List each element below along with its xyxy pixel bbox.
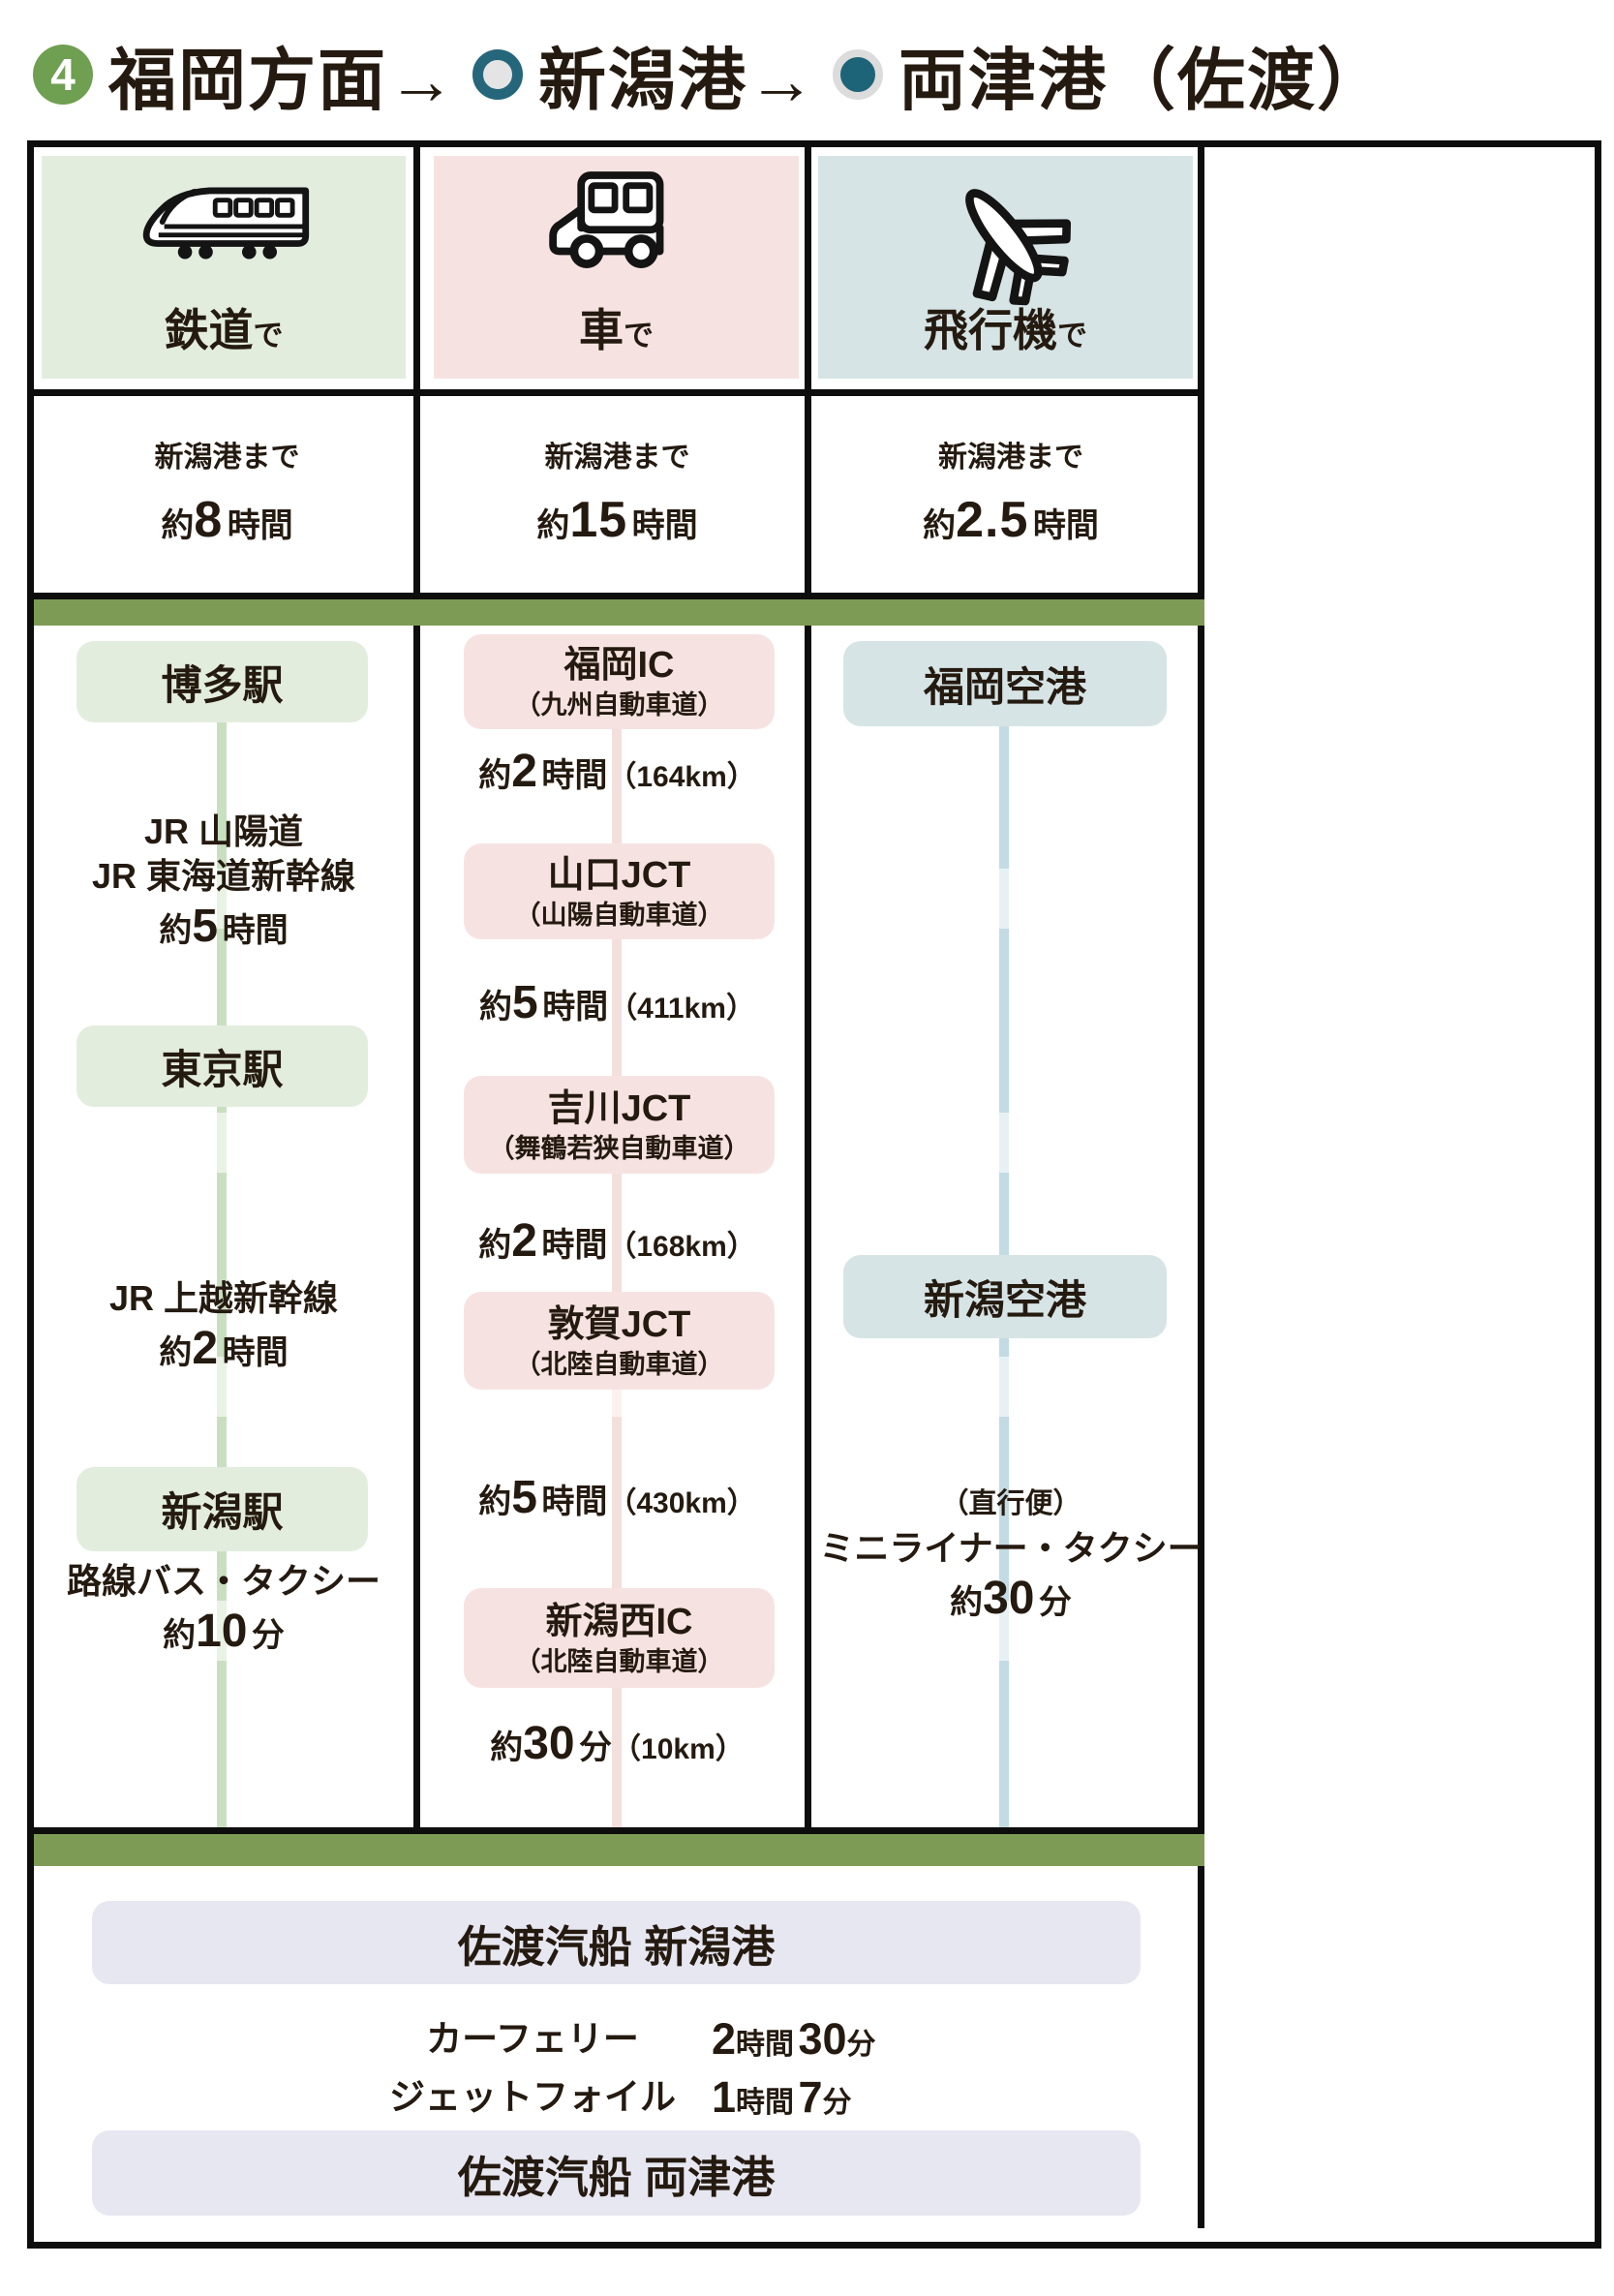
- car-leg-4: 約5 時間（430km）: [478, 1472, 756, 1523]
- header-train-label: 鉄道で: [164, 305, 284, 355]
- route-bottom-rule: [34, 1827, 1204, 1834]
- upper-green-band: [34, 599, 1204, 626]
- title-via-port: 新潟港→: [538, 42, 817, 118]
- car-total-time: 新潟港まで 約15 時間: [536, 442, 698, 548]
- ferry-carferry-row: カーフェリー 2時間 30分: [34, 2012, 1204, 2066]
- ferry-arrive-port-box: 佐渡汽船 両津港: [92, 2130, 1141, 2216]
- car-leg-3: 約2 時間（168km）: [478, 1215, 756, 1267]
- car-icon: [541, 169, 691, 273]
- stop-fukuoka-ic: 福岡IC （九州自動車道）: [464, 634, 775, 729]
- lower-green-band: [34, 1834, 1204, 1866]
- column-divider-3: [1198, 147, 1204, 2228]
- jetfoil-label: ジェットフォイル: [389, 2077, 676, 2117]
- car-leg-2: 約5 時間（411km）: [479, 977, 755, 1028]
- header-car: 車で: [434, 156, 799, 379]
- header-train: 鉄道で: [42, 156, 406, 379]
- ferry-jetfoil-row: ジェットフォイル 1時間 7分: [34, 2070, 1204, 2125]
- header-car-label: 車で: [579, 305, 654, 355]
- title-destination: 両津港（佐渡）: [898, 42, 1386, 118]
- stop-yamaguchi-jct: 山口JCT （山陽自動車道）: [464, 843, 775, 939]
- header-plane: 飛行機で: [818, 156, 1193, 379]
- column-divider-2: [805, 147, 811, 1834]
- route-table: 鉄道で 車で: [27, 140, 1601, 2249]
- train-leg-2: JR 上越新幹線 約2 時間: [108, 1278, 339, 1374]
- carferry-label: カーフェリー: [426, 2019, 639, 2059]
- stop-fukuoka-airport: 福岡空港: [843, 641, 1167, 726]
- step-number-badge: 4: [33, 45, 93, 105]
- stop-tokyo-station: 東京駅: [76, 1026, 368, 1107]
- niigata-port-open-circle-icon: [472, 49, 523, 100]
- time-row-rule: [34, 593, 1204, 599]
- column-divider-1: [413, 147, 420, 1834]
- stop-niigata-airport: 新潟空港: [843, 1255, 1167, 1338]
- page-title: 4 福岡方面→ 新潟港→ 両津港（佐渡）: [33, 33, 1386, 118]
- header-plane-label: 飛行機で: [924, 305, 1087, 355]
- car-leg-1: 約2 時間（164km）: [478, 746, 756, 797]
- stop-niigata-nishi-ic: 新潟西IC （北陸自動車道）: [464, 1588, 775, 1688]
- stop-niigata-station: 新潟駅: [76, 1467, 368, 1551]
- plane-total-time: 新潟港まで 約2.5 時間: [923, 442, 1099, 548]
- carferry-duration: 2時間 30分: [712, 2014, 876, 2064]
- train-leg-3: 路線バス・タクシー 約10 分: [66, 1561, 381, 1657]
- title-origin: 福岡方面→: [108, 42, 457, 118]
- car-route-line: [612, 685, 622, 1827]
- train-leg-1: JR 山陽道 JR 東海道新幹線 約5 時間: [91, 811, 356, 952]
- stop-tsuruga-jct: 敦賀JCT （北陸自動車道）: [464, 1292, 775, 1390]
- train-route-line: [217, 685, 227, 1827]
- plane-leg-1: （直行便） ミニライナー・タクシー 約30 分: [819, 1488, 1203, 1624]
- shinkansen-icon: [135, 177, 314, 272]
- ferry-depart-port-box: 佐渡汽船 新潟港: [92, 1901, 1141, 1984]
- jetfoil-duration: 1時間 7分: [712, 2072, 852, 2122]
- car-leg-5: 約30 分（10km）: [490, 1718, 745, 1769]
- header-row-rule: [34, 389, 1204, 396]
- ryotsu-port-filled-circle-icon: [833, 49, 883, 100]
- stop-yoshikawa-jct: 吉川JCT （舞鶴若狭自動車道）: [464, 1076, 775, 1174]
- airplane-icon: [933, 166, 1079, 311]
- train-total-time: 新潟港まで 約8 時間: [154, 442, 300, 548]
- stop-hakata-station: 博多駅: [76, 641, 368, 722]
